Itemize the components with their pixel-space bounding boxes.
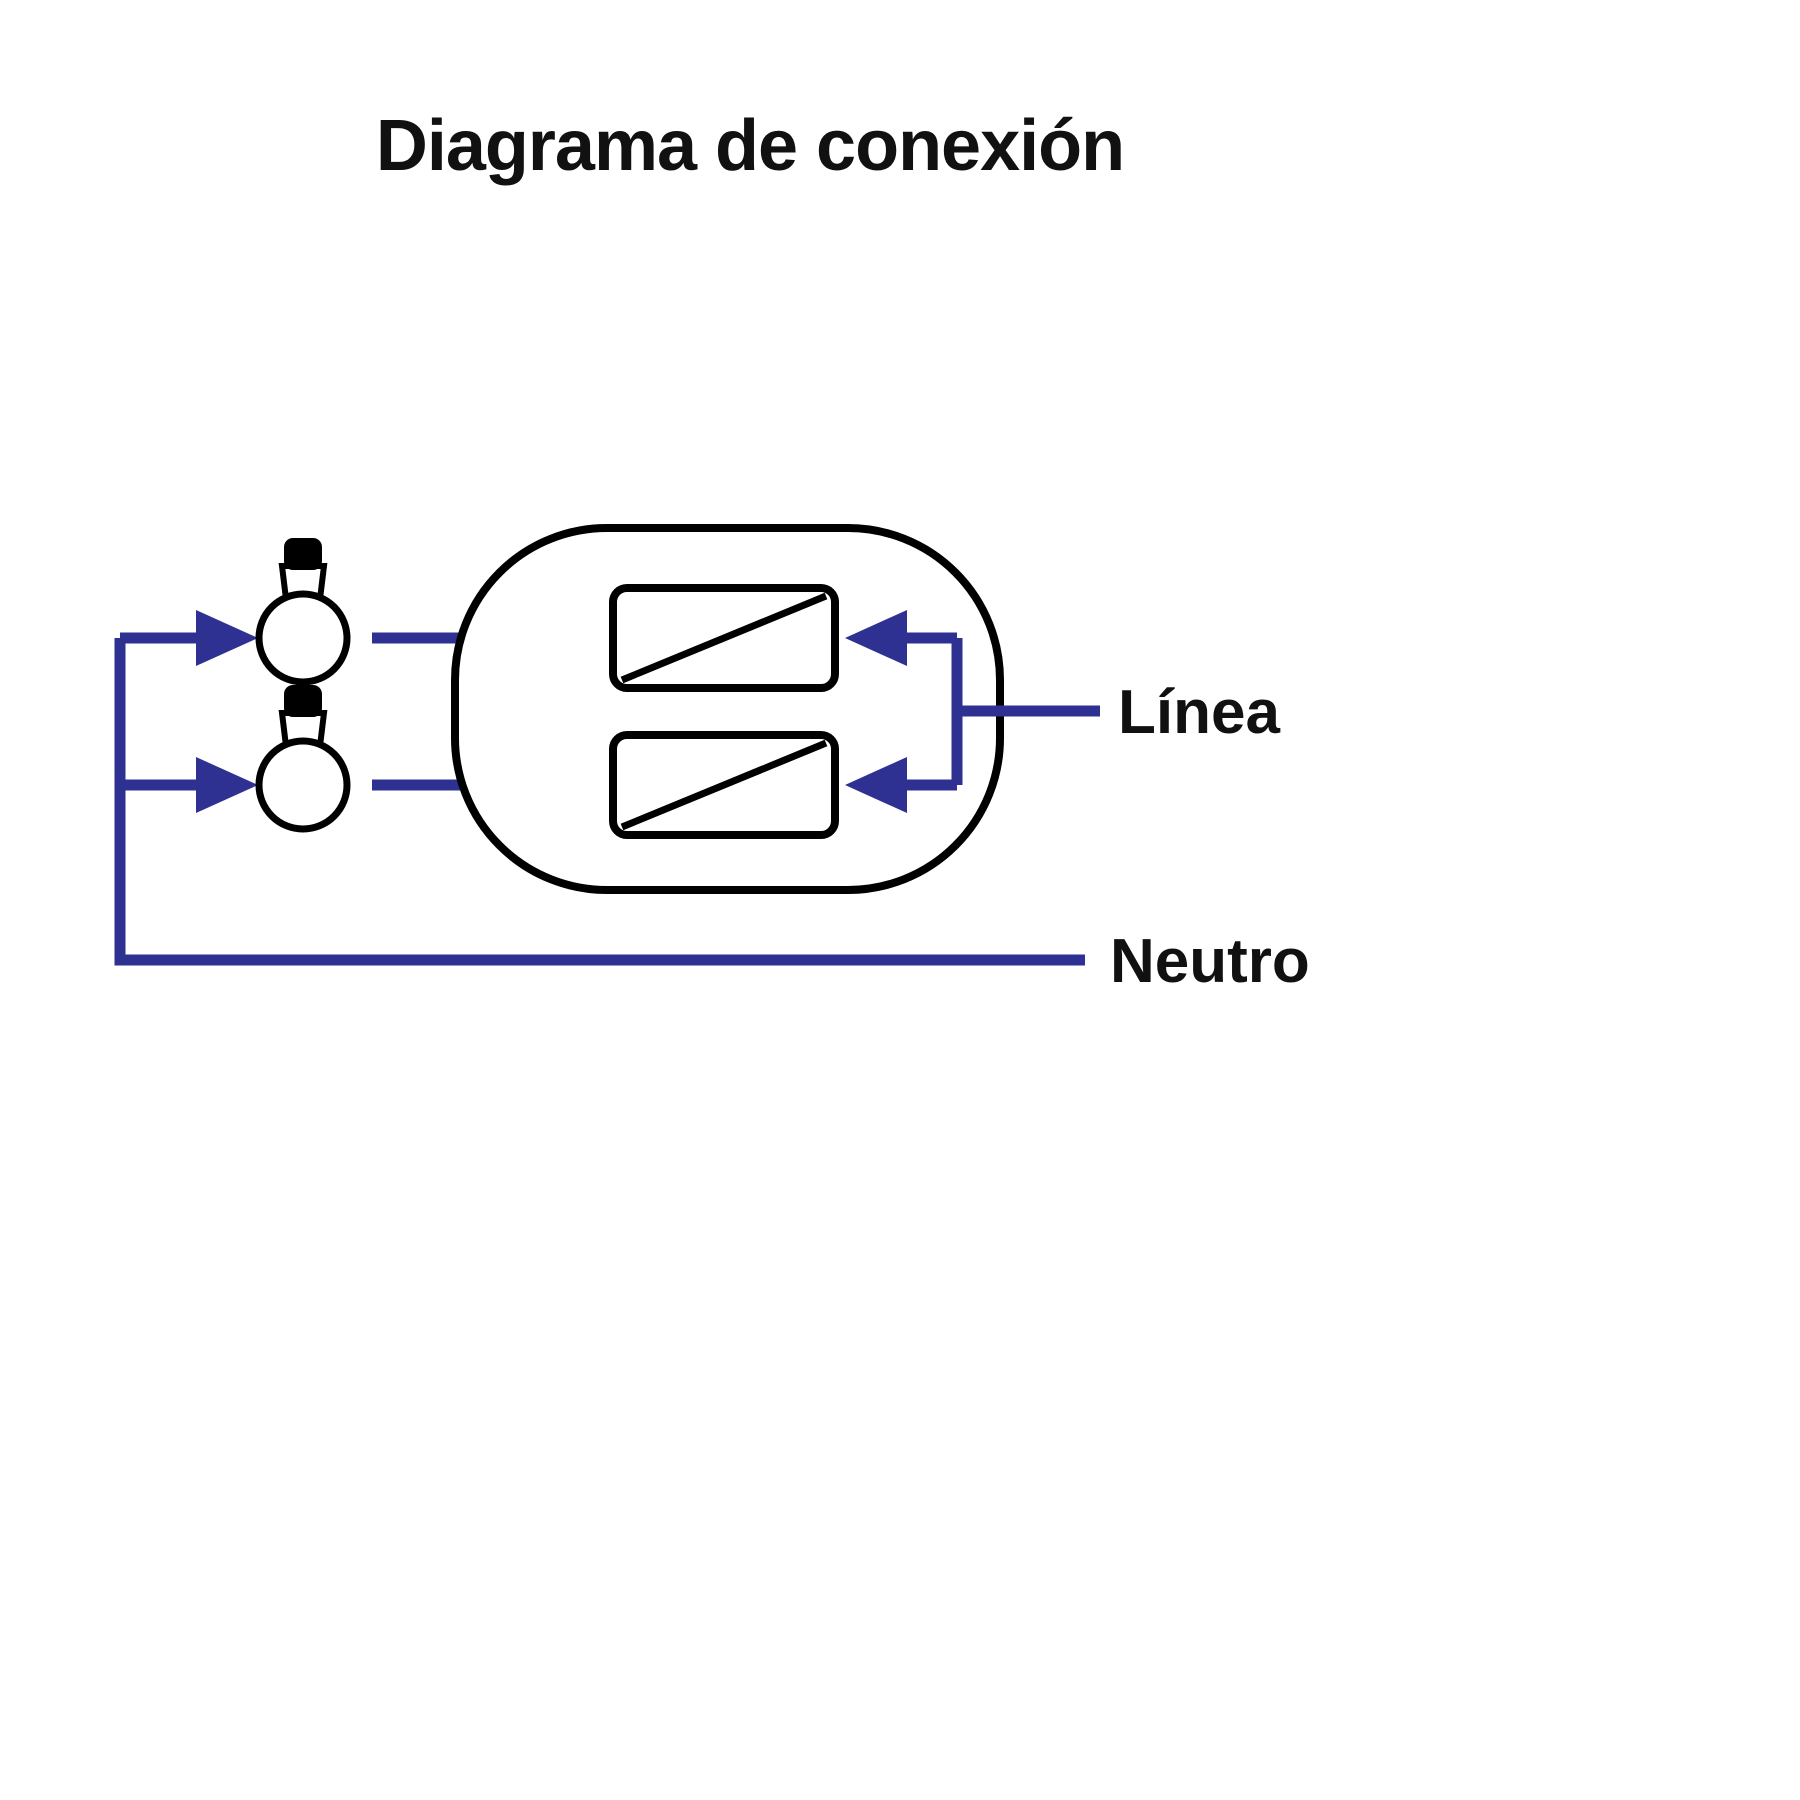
page-title: Diagrama de conexión bbox=[376, 106, 1124, 186]
light-bulb-2-icon bbox=[259, 685, 347, 829]
linea-label: Línea bbox=[1118, 678, 1280, 747]
arrowhead-into-switch-1-icon bbox=[845, 610, 907, 666]
neutral-wire bbox=[114, 638, 1085, 966]
arrowhead-to-bulb-1-icon bbox=[196, 610, 258, 666]
arrowhead-into-switch-2-icon bbox=[845, 757, 907, 813]
light-bulb-1-icon bbox=[259, 538, 347, 682]
switch-2-lever bbox=[620, 739, 828, 831]
neutro-label: Neutro bbox=[1110, 927, 1310, 996]
switch-1-lever bbox=[620, 592, 828, 684]
arrowhead-to-bulb-2-icon bbox=[196, 757, 258, 813]
